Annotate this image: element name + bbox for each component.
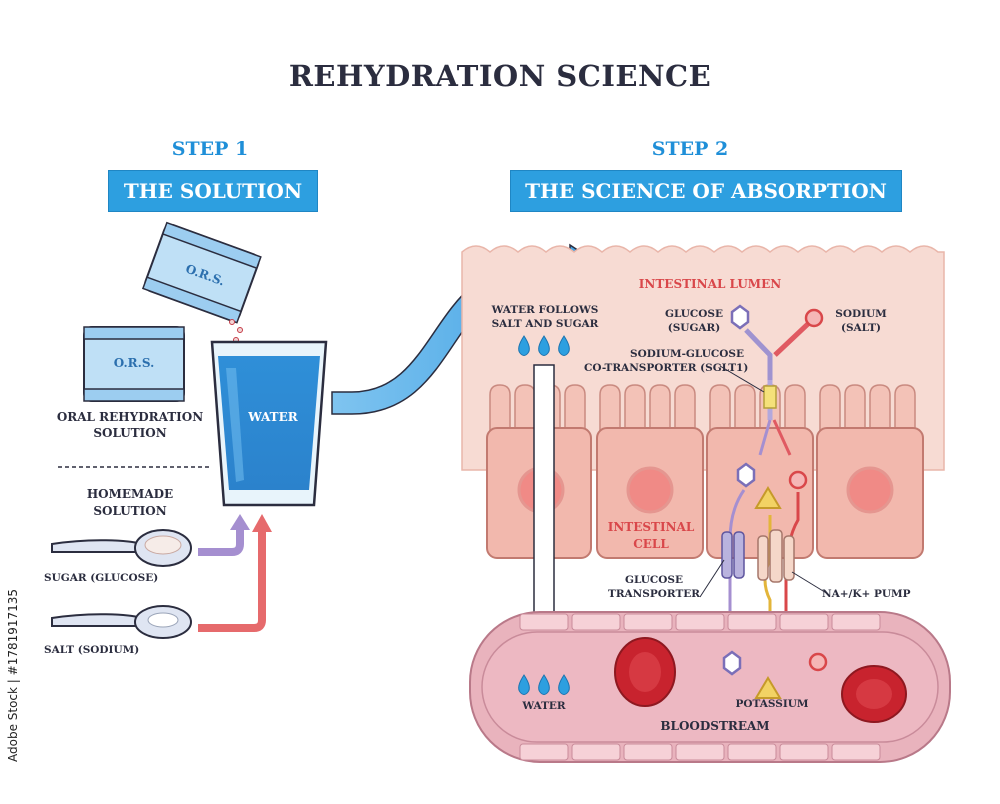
glucose-label-line2: (SUGAR) bbox=[667, 322, 721, 334]
intestinal-lumen-label: INTESTINAL LUMEN bbox=[638, 277, 782, 291]
step1-banner: THE SOLUTION bbox=[108, 170, 318, 212]
ors-caption-line1: ORAL REHYDRATION bbox=[56, 410, 204, 424]
ors-packet-flat bbox=[83, 326, 185, 402]
potassium-label: POTASSIUM bbox=[735, 698, 809, 710]
water-follows-line2: SALT AND SUGAR bbox=[491, 318, 599, 330]
step2-heading: STEP 2 bbox=[651, 138, 729, 160]
sodium-label-line2: (SALT) bbox=[840, 322, 881, 334]
page-title: REHYDRATION SCIENCE bbox=[288, 59, 712, 93]
ors-packet-pouring bbox=[141, 221, 262, 324]
homemade-line2: SOLUTION bbox=[93, 504, 167, 518]
stock-watermark: Adobe Stock | #1781917135 bbox=[6, 588, 20, 762]
glucose-hexagon-blood bbox=[722, 650, 742, 676]
salt-spoon bbox=[51, 605, 192, 639]
pump-pointer bbox=[791, 571, 829, 595]
glucose-hexagon-cell bbox=[736, 462, 756, 488]
step2-banner: THE SCIENCE OF ABSORPTION bbox=[510, 170, 902, 212]
sglt1-pointer bbox=[719, 365, 765, 393]
intestinal-cells bbox=[486, 427, 924, 559]
na-k-pump bbox=[757, 529, 795, 583]
sodium-circle-blood bbox=[808, 652, 828, 672]
sugar-spoon bbox=[51, 529, 192, 567]
glucose-transporter-line1: GLUCOSE bbox=[624, 574, 684, 586]
sugar-arrow bbox=[198, 528, 244, 556]
na-k-pump-label: NA+/K+ PUMP bbox=[822, 588, 911, 600]
sodium-label-line1: SODIUM bbox=[835, 308, 887, 320]
salt-label: SALT (SODIUM) bbox=[44, 644, 140, 656]
water-drops-bottom bbox=[518, 674, 570, 695]
sglt1-receptor bbox=[744, 320, 812, 456]
sglt1-label-line1: SODIUM-GLUCOSE bbox=[630, 348, 744, 360]
water-drops-top bbox=[518, 335, 570, 356]
intestinal-cell-line2: CELL bbox=[633, 537, 669, 551]
ors-packet-flat-label: O.R.S. bbox=[113, 356, 155, 370]
glass-water-label: WATER bbox=[248, 410, 298, 424]
potassium-triangle-blood bbox=[754, 676, 782, 699]
sugar-arrow-head bbox=[230, 514, 250, 530]
glucose-transporter bbox=[721, 531, 745, 579]
potassium-triangle-cell bbox=[754, 486, 782, 509]
sglt1-label-line2: CO-TRANSPORTER (SGLT1) bbox=[584, 362, 749, 374]
glucose-label-line1: GLUCOSE bbox=[664, 308, 724, 320]
bloodstream-label: BLOODSTREAM bbox=[660, 719, 770, 733]
red-blood-cells bbox=[614, 637, 907, 723]
intestinal-cell-line1: INTESTINAL bbox=[607, 520, 695, 534]
sodium-circle-cell bbox=[788, 470, 808, 490]
step1-heading: STEP 1 bbox=[171, 138, 249, 160]
ors-caption-line2: SOLUTION bbox=[93, 426, 167, 440]
water-glass bbox=[210, 340, 328, 507]
sugar-label: SUGAR (GLUCOSE) bbox=[44, 572, 159, 584]
glut-pointer bbox=[699, 559, 725, 598]
salt-arrow bbox=[198, 530, 266, 632]
sodium-circle-top bbox=[804, 308, 824, 328]
glucose-transporter-line2: TRANSPORTER bbox=[608, 588, 700, 600]
homemade-line1: HOMEMADE bbox=[86, 487, 174, 501]
water-follows-line1: WATER FOLLOWS bbox=[491, 304, 599, 316]
salt-arrow-head bbox=[252, 514, 272, 532]
bloodstream-water-label: WATER bbox=[522, 700, 566, 712]
glucose-hexagon-top bbox=[730, 304, 750, 330]
